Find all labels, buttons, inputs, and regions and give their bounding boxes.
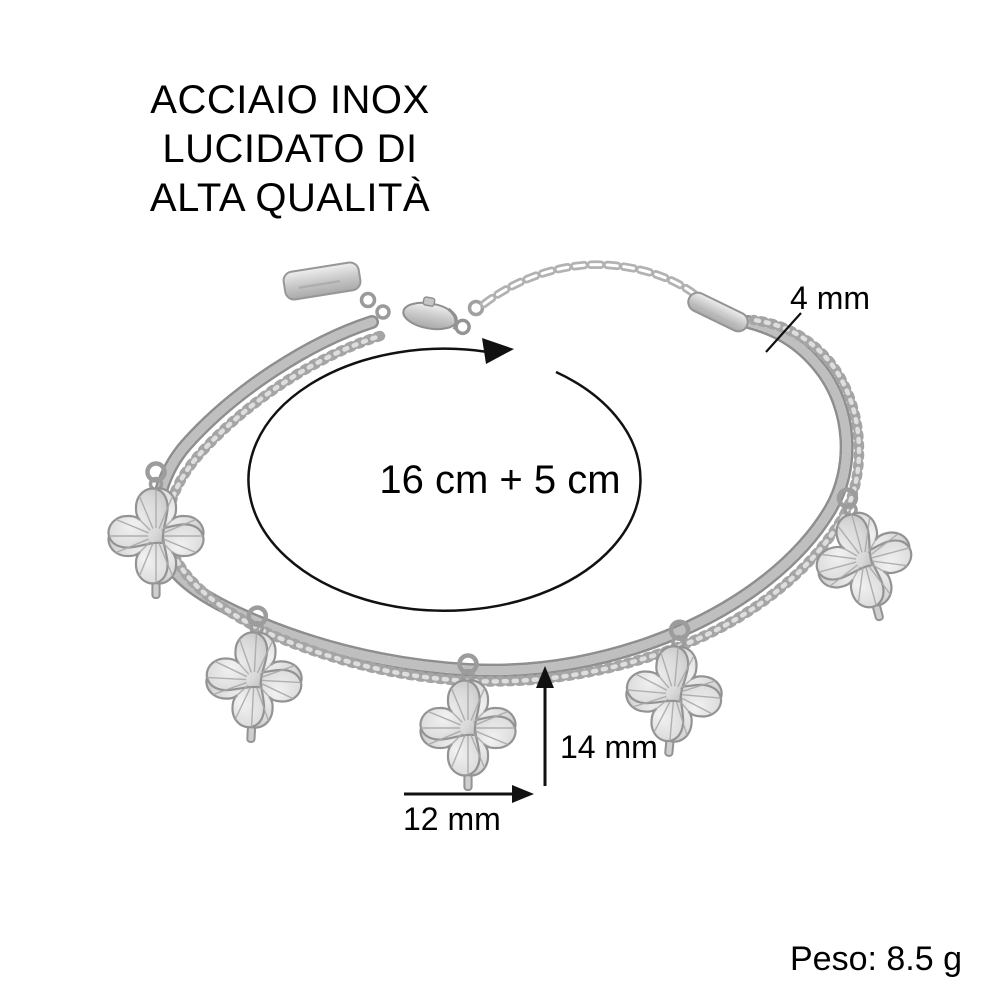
product-title-line: LUCIDATO DI xyxy=(162,127,418,171)
logo-tag xyxy=(282,261,391,320)
charm-width-arrow xyxy=(404,785,534,803)
product-title: ACCIAIO INOX LUCIDATO DI ALTA QUALITÀ xyxy=(95,76,485,223)
chain-width-label: 4 mm xyxy=(790,280,870,316)
extension-chain xyxy=(467,260,711,317)
chain-width-pointer xyxy=(765,312,802,353)
product-title-line: ACCIAIO INOX xyxy=(150,78,430,122)
product-title-line: ALTA QUALITÀ xyxy=(149,176,431,220)
chain-connector xyxy=(687,291,749,333)
clover-charm xyxy=(197,605,311,745)
charm-height-label: 14 mm xyxy=(560,729,658,765)
lobster-clasp xyxy=(402,296,471,336)
length-arrow xyxy=(247,338,642,612)
charm-height-arrow xyxy=(536,666,554,786)
charm-width-label: 12 mm xyxy=(403,801,501,837)
total-length-label: 16 cm + 5 cm xyxy=(379,458,621,502)
weight-label: Peso: 8.5 g xyxy=(789,940,962,978)
